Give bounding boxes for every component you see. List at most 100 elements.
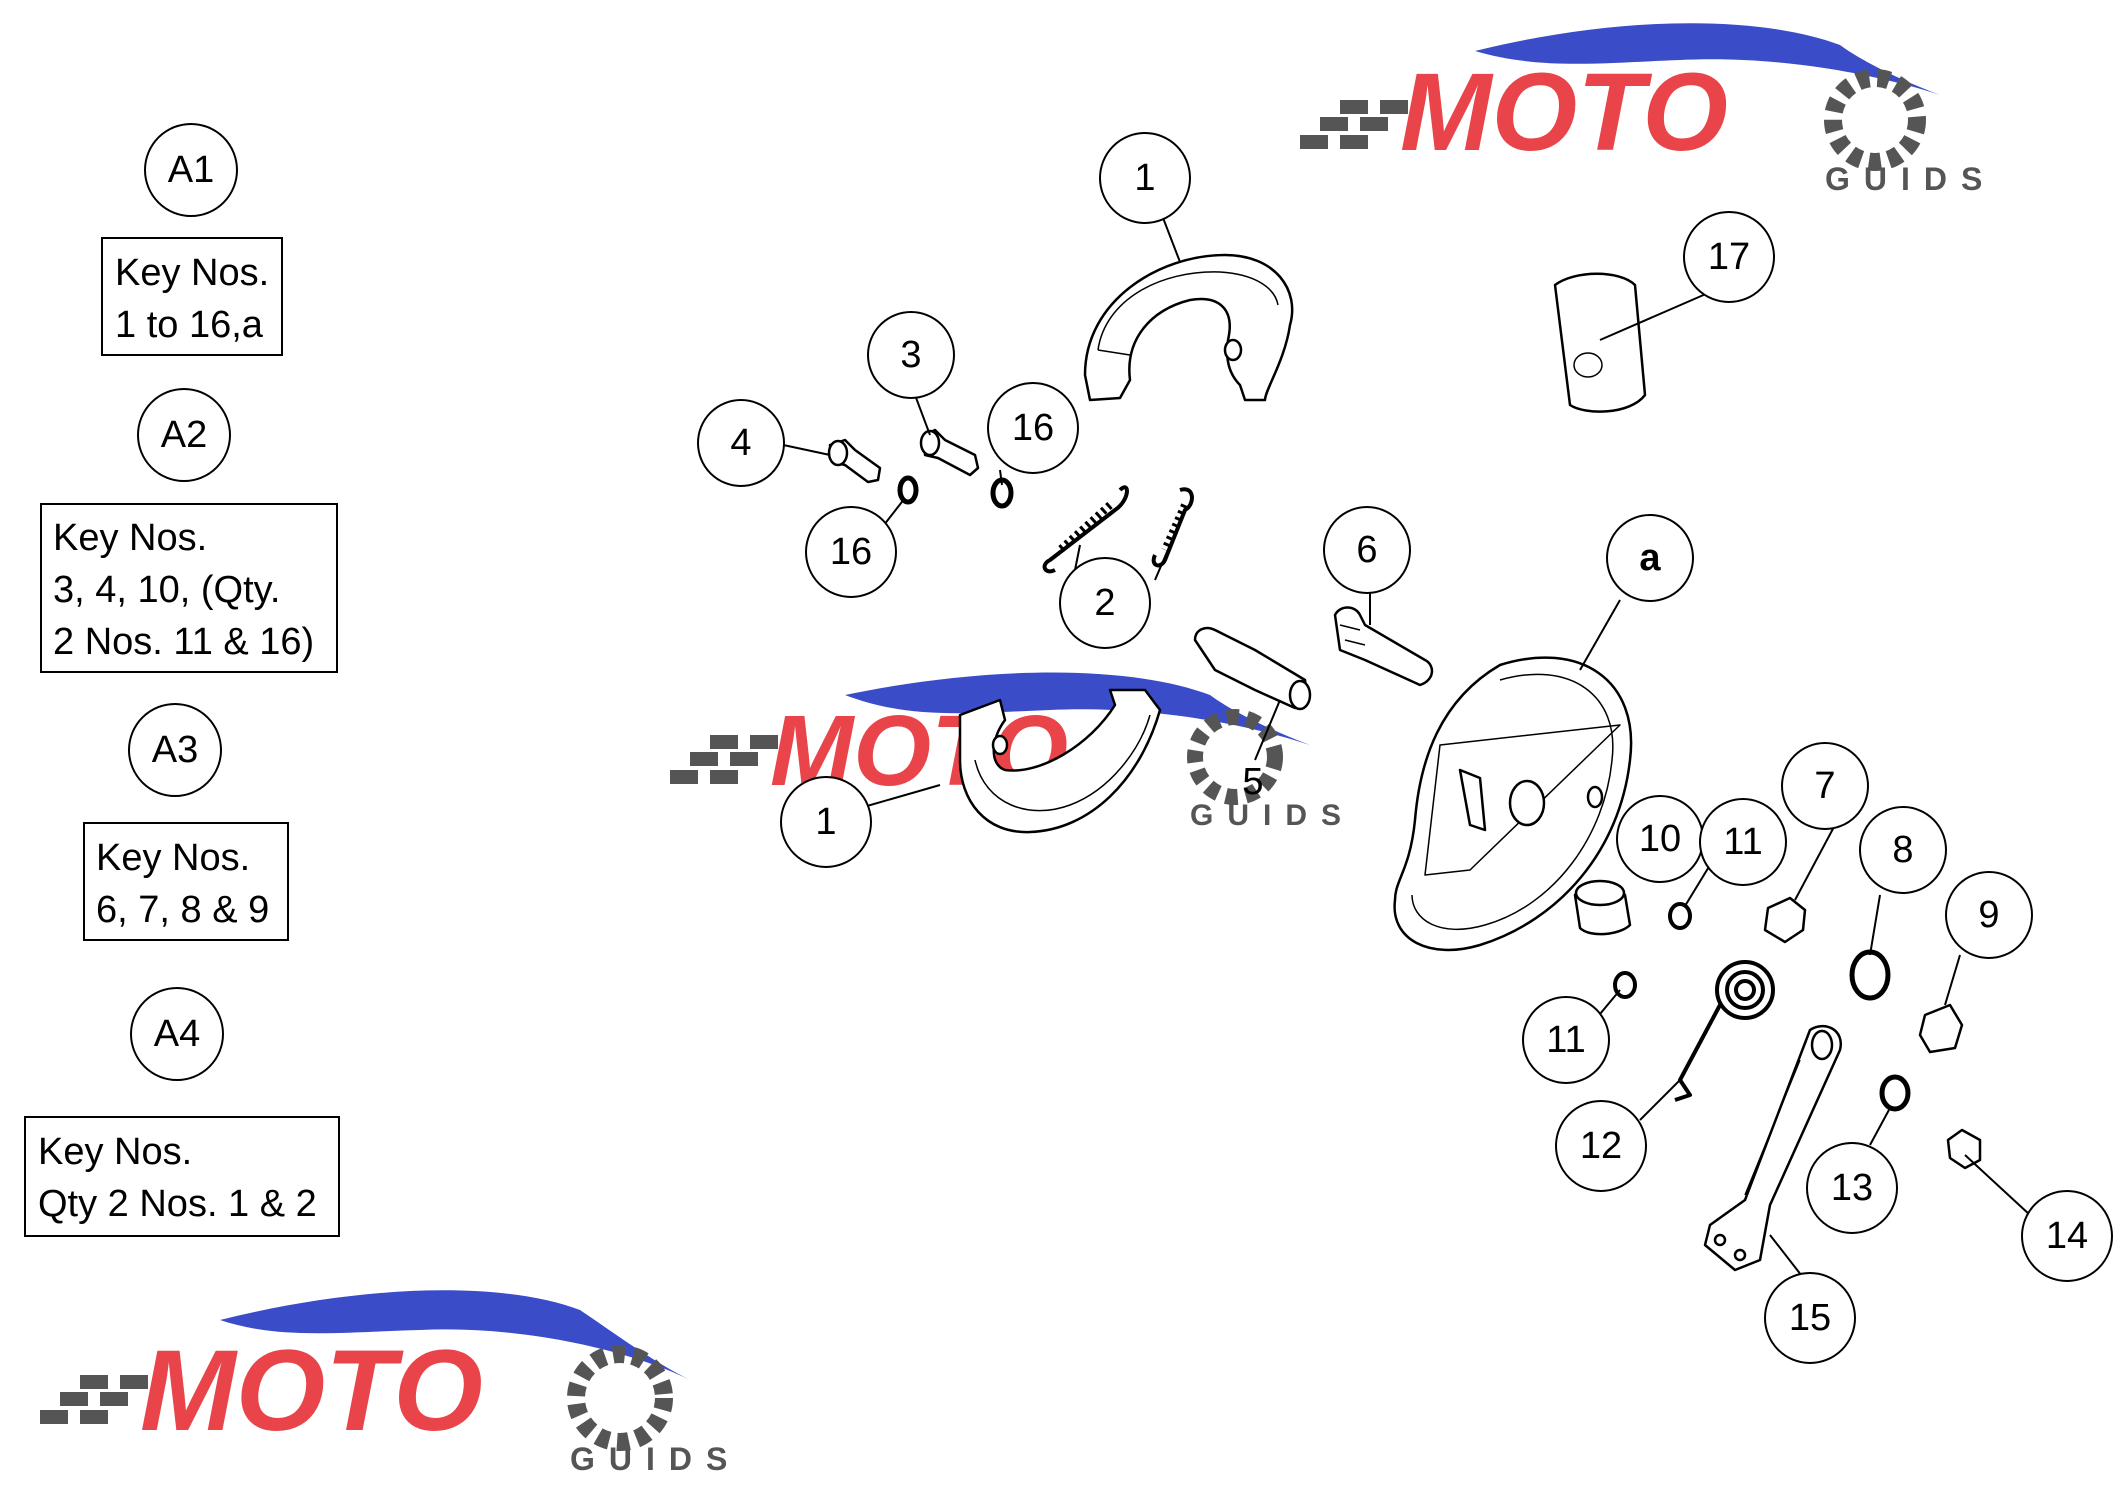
callout-1-upper: 1 — [1099, 132, 1191, 224]
kit-circle — [144, 123, 238, 217]
callout-2: 2 — [1059, 557, 1151, 649]
spring-2 — [1042, 485, 1194, 574]
gear-icon — [1824, 69, 1926, 171]
kit-line: 6, 7, 8 & 9 — [96, 889, 269, 931]
svg-text:4: 4 — [730, 422, 751, 464]
logo-word: MOTO — [1400, 51, 1728, 174]
svg-text:10: 10 — [1639, 818, 1681, 860]
kit-circle — [137, 388, 231, 482]
brake-shoe-lower — [958, 688, 1162, 834]
cam-5 — [1193, 626, 1312, 711]
kit-box — [24, 1116, 340, 1237]
leader-lines — [773, 209, 2031, 1281]
svg-text:1: 1 — [815, 801, 836, 843]
callout-9: 9 — [1945, 871, 2033, 959]
svg-text:a: a — [1639, 537, 1661, 579]
callout-11-upper: 11 — [1699, 798, 1787, 886]
svg-text:14: 14 — [2046, 1215, 2088, 1257]
moto-guids-logo-bottom: MOTO GUIDS — [40, 1290, 741, 1477]
svg-text:3: 3 — [900, 334, 921, 376]
spring-12 — [1674, 960, 1775, 1102]
svg-text:2: 2 — [1094, 582, 1115, 624]
kit-line: Key Nos. — [96, 837, 250, 879]
callouts: 1 1 2 3 4 5 6 7 8 9 10 11 11 12 13 14 15… — [697, 132, 2113, 1364]
washer-8 — [1849, 949, 1891, 1001]
callout-16-lower: 16 — [805, 506, 897, 598]
kit-circle — [130, 987, 224, 1081]
svg-text:11: 11 — [1723, 821, 1762, 863]
checker-flag-icon — [40, 1375, 148, 1424]
svg-text:15: 15 — [1789, 1297, 1831, 1339]
logo-sub: GUIDS — [1825, 161, 1996, 197]
kit-line: Qty 2 Nos. 1 & 2 — [38, 1183, 317, 1225]
backplate-a — [1393, 656, 1633, 952]
kit-legend: A1 Key Nos. 1 to 16,a A2 Key Nos. 3, 4, … — [24, 123, 340, 1237]
callout-1-lower: 1 — [780, 776, 872, 868]
kit-label: A2 — [161, 414, 207, 456]
nut-14 — [1946, 1128, 1982, 1170]
logo-swoosh — [220, 1290, 690, 1380]
kit-line: 3, 4, 10, (Qty. — [53, 569, 280, 611]
logo-sub: GUIDS — [1190, 799, 1355, 832]
gear-icon — [1187, 709, 1283, 805]
bushing-10 — [1573, 879, 1632, 936]
svg-text:12: 12 — [1580, 1125, 1622, 1167]
callout-6: 6 — [1323, 506, 1411, 594]
callout-17: 17 — [1683, 211, 1775, 303]
svg-text:11: 11 — [1546, 1019, 1585, 1061]
callout-4: 4 — [697, 399, 785, 487]
svg-text:5: 5 — [1242, 761, 1263, 803]
checker-flag-icon — [1300, 100, 1408, 149]
callout-10: 10 — [1616, 795, 1704, 883]
pin-6 — [1333, 606, 1434, 687]
logo-word: MOTO — [140, 1327, 483, 1455]
kit-box — [101, 237, 283, 356]
svg-text:9: 9 — [1978, 894, 1999, 936]
callout-8: 8 — [1859, 806, 1947, 894]
kit-box — [83, 822, 289, 941]
callout-3: 3 — [867, 311, 955, 399]
kit-label: A3 — [152, 729, 198, 771]
pin-17 — [1553, 272, 1647, 413]
callout-12: 12 — [1555, 1100, 1647, 1192]
pin-4 — [827, 438, 882, 484]
washer-13 — [1879, 1074, 1911, 1112]
lever-15 — [1703, 1024, 1843, 1272]
gear-icon — [567, 1345, 673, 1451]
pin-3 — [919, 428, 980, 477]
callout-14: 14 — [2021, 1190, 2113, 1282]
hex-nut-7 — [1763, 896, 1807, 944]
kit-line: Key Nos. — [115, 252, 269, 294]
kit-box — [40, 503, 338, 673]
parts — [827, 253, 1982, 1272]
kit-line: 1 to 16,a — [115, 304, 264, 346]
kit-circle — [128, 703, 222, 797]
washer-16b — [897, 475, 919, 505]
kit-line: 2 Nos. 11 & 16) — [53, 621, 314, 663]
checker-flag-icon — [670, 735, 778, 784]
logo-swoosh — [1475, 23, 1940, 96]
svg-text:1: 1 — [1134, 157, 1155, 199]
brake-shoe-upper — [1083, 253, 1294, 402]
kit-line: Key Nos. — [53, 517, 207, 559]
nut-11a — [1668, 902, 1692, 930]
kit-label: A4 — [154, 1013, 200, 1055]
logo-sub: GUIDS — [570, 1441, 741, 1477]
callout-7: 7 — [1781, 742, 1869, 830]
callout-11-lower: 11 — [1522, 996, 1610, 1084]
moto-guids-logo-top: MOTO GUIDS — [1300, 23, 1996, 197]
svg-text:6: 6 — [1356, 529, 1377, 571]
callout-13: 13 — [1806, 1142, 1898, 1234]
callout-16-upper: 16 — [987, 382, 1079, 474]
callout-5: 5 — [1242, 761, 1263, 803]
svg-text:16: 16 — [1012, 407, 1054, 449]
logo-swoosh — [845, 672, 1310, 745]
svg-text:7: 7 — [1814, 765, 1835, 807]
svg-text:17: 17 — [1708, 236, 1750, 278]
svg-text:8: 8 — [1892, 829, 1913, 871]
svg-text:16: 16 — [830, 531, 872, 573]
svg-text:13: 13 — [1831, 1167, 1873, 1209]
kit-label: A1 — [168, 149, 214, 191]
callout-15: 15 — [1764, 1272, 1856, 1364]
kit-line: Key Nos. — [38, 1131, 192, 1173]
